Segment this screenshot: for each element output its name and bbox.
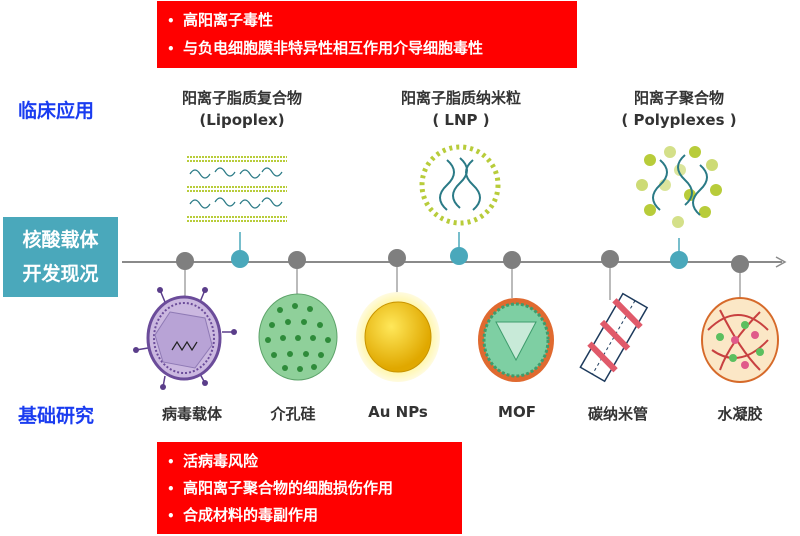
- carrier-label-au: Au NPs: [368, 403, 428, 421]
- carrier-label-lipoplex: 阳离子脂质复合物 (Lipoplex): [152, 87, 332, 131]
- timeline-node: [176, 252, 194, 270]
- mesoporous-silica-icon: [258, 293, 338, 381]
- virus-icon: [133, 287, 237, 390]
- gold-nanoparticle-icon: [356, 292, 440, 382]
- basic-issue: •高阳离子聚合物的细胞损伤作用: [167, 479, 394, 497]
- carrier-sub: ( LNP ): [432, 111, 490, 129]
- clinical-issue-text: 与负电细胞膜非特异性相互作用介导细胞毒性: [183, 39, 484, 57]
- carrier-label-hydrogel: 水凝胶: [717, 405, 763, 423]
- timeline-node: [601, 250, 619, 268]
- center-title-box: 核酸载体 开发现况: [3, 217, 118, 297]
- timeline-node: [731, 255, 749, 273]
- basic-issue-text: 合成材料的毒副作用: [183, 506, 319, 524]
- carrier-label-virus: 病毒载体: [161, 405, 222, 423]
- basic-issue-text: 活病毒风险: [183, 452, 259, 470]
- timeline-node: [288, 251, 306, 269]
- clinical-label: 临床应用: [18, 100, 95, 122]
- timeline-node: [670, 251, 688, 269]
- carbon-nanotube-icon: [579, 292, 649, 383]
- carrier-label-polyplex: 阳离子聚合物 ( Polyplexes ): [589, 87, 769, 131]
- timeline-node: [503, 251, 521, 269]
- hydrogel-icon: [701, 297, 779, 383]
- polyplex-icon: [636, 146, 722, 228]
- center-title-line2: 开发现况: [22, 263, 99, 285]
- clinical-issues-box: •高阳离子毒性 •与负电细胞膜非特异性相互作用介导细胞毒性: [157, 1, 577, 68]
- timeline-node: [450, 247, 468, 265]
- carrier-label-lnp: 阳离子脂质纳米粒 ( LNP ): [371, 87, 551, 131]
- basic-nodes: [176, 249, 749, 273]
- carrier-label-cnt: 碳纳米管: [587, 405, 648, 423]
- carrier-name: 阳离子聚合物: [633, 89, 724, 107]
- carrier-sub: (Lipoplex): [199, 111, 285, 129]
- carrier-sub: ( Polyplexes ): [621, 111, 737, 129]
- carrier-label-silica: 介孔硅: [270, 405, 316, 423]
- timeline-node: [388, 249, 406, 267]
- center-title-line1: 核酸载体: [22, 229, 99, 251]
- carrier-label-mof: MOF: [498, 403, 536, 421]
- timeline-arrow-icon: [775, 256, 787, 268]
- clinical-nodes: [231, 247, 688, 269]
- basic-issue-text: 高阳离子聚合物的细胞损伤作用: [183, 479, 394, 497]
- clinical-issue-text: 高阳离子毒性: [183, 11, 274, 29]
- basic-issue: •活病毒风险: [167, 452, 259, 470]
- basic-issues-box: •活病毒风险 •高阳离子聚合物的细胞损伤作用 •合成材料的毒副作用: [157, 442, 462, 534]
- basic-issue: •合成材料的毒副作用: [167, 506, 319, 524]
- lipoplex-icon: [187, 156, 287, 222]
- lnp-icon: [419, 144, 501, 226]
- timeline-node: [231, 250, 249, 268]
- mof-icon: [478, 298, 554, 382]
- carrier-name: 阳离子脂质纳米粒: [400, 89, 521, 107]
- clinical-issue: •高阳离子毒性: [167, 11, 274, 29]
- basic-label: 基础研究: [18, 405, 95, 427]
- basic-connectors: [184, 262, 741, 302]
- clinical-issue: •与负电细胞膜非特异性相互作用介导细胞毒性: [167, 39, 484, 57]
- carrier-name: 阳离子脂质复合物: [181, 89, 302, 107]
